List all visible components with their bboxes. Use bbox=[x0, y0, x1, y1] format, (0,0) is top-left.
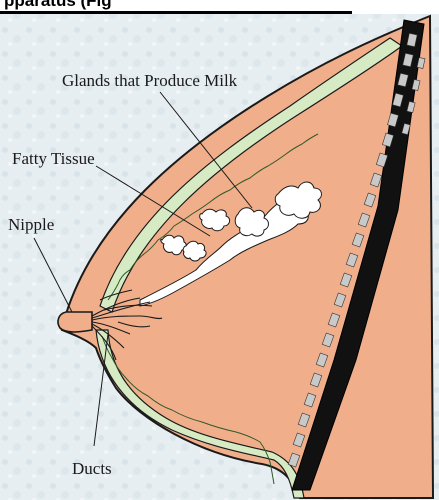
label-fatty-tissue: Fatty Tissue bbox=[12, 150, 95, 167]
label-nipple: Nipple bbox=[8, 216, 54, 233]
nipple-shape bbox=[58, 312, 92, 332]
label-ducts: Ducts bbox=[72, 460, 112, 477]
label-milk-glands: Glands that Produce Milk bbox=[62, 72, 237, 89]
